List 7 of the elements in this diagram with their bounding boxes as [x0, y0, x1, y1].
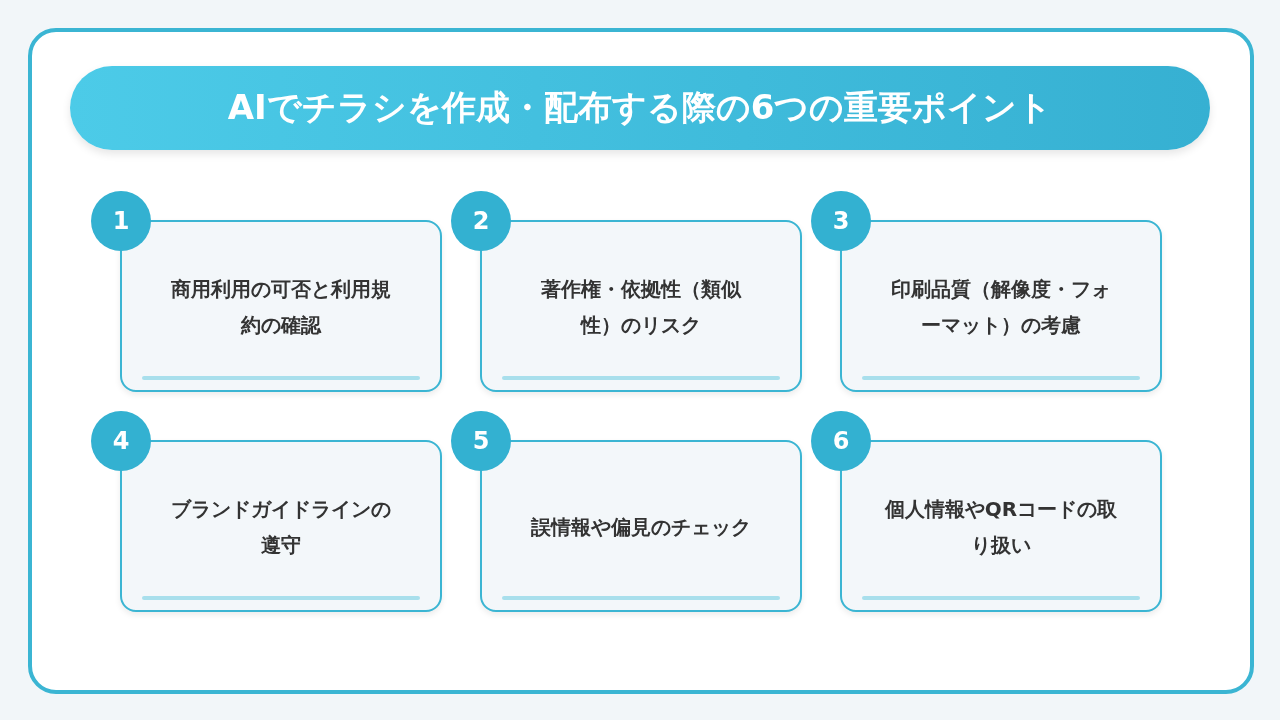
card-text: 個人情報やQRコードの取り扱い: [883, 496, 1119, 559]
card-text: 商用利用の可否と利用規約の確認: [170, 276, 392, 339]
card-text: ブランドガイドラインの遵守: [170, 496, 392, 559]
title-banner: AIでチラシを作成・配布する際の6つの重要ポイント: [70, 66, 1210, 150]
card-text: 誤情報や偏見のチェック: [530, 514, 752, 541]
card-text: 著作権・依拠性（類似性）のリスク: [540, 276, 743, 339]
card-text: 印刷品質（解像度・フォーマット）の考慮: [890, 276, 1112, 339]
